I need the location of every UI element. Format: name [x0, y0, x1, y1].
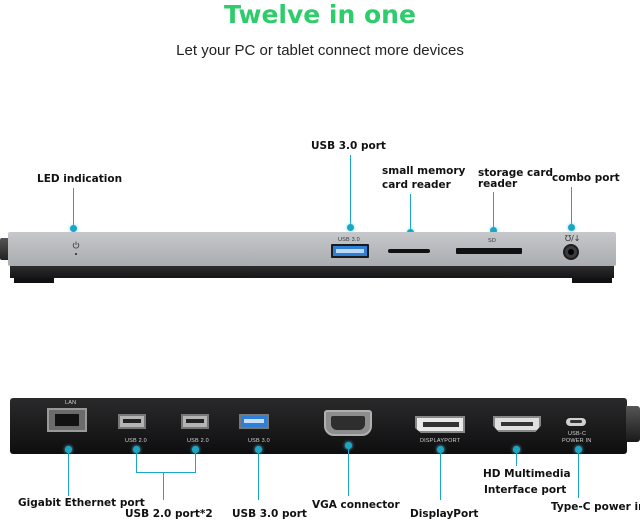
type-c-port-text-line1: USB-C [568, 431, 587, 437]
callout-line-type-c [578, 452, 579, 498]
callout-line-storage-card [493, 192, 494, 228]
callout-line-rear-usb3 [258, 452, 259, 500]
micro-sd-slot[interactable] [388, 249, 430, 253]
top-foot-left [14, 278, 54, 283]
lan-port-text: LAN [65, 400, 77, 406]
headset-mic-icon: ℧/↓ [565, 234, 581, 243]
vga-port[interactable] [324, 410, 372, 436]
type-c-port[interactable] [566, 418, 586, 426]
label-type-c-power: Type-C power in [551, 501, 640, 513]
callout-dot-displayport [437, 446, 444, 453]
usb2-port-b-text: USB 2.0 [187, 438, 209, 444]
callout-line-small-card [410, 194, 411, 230]
callout-dot-storage-card [490, 227, 497, 234]
dock-top-view: USB 3.0 SD ℧/↓ [0, 232, 618, 283]
callout-line-usb2-b [195, 452, 196, 472]
rear-cable [626, 406, 640, 442]
callout-line-usb2-a [136, 452, 137, 472]
label-storage-card-line1: storage card [478, 167, 554, 179]
label-small-card-line2: card reader [382, 179, 451, 191]
top-device-base [10, 266, 614, 278]
label-rear-usb3: USB 3.0 port [232, 508, 307, 520]
top-foot-right [572, 278, 612, 283]
combo-audio-jack[interactable] [563, 244, 579, 260]
callout-dot-rear-usb3 [255, 446, 262, 453]
callout-bridge-usb2 [136, 472, 196, 473]
dock-rear-view: LAN USB 2.0 USB 2.0 USB 3.0 DISPLAYPORT [0, 398, 640, 458]
usb2-port-a-text: USB 2.0 [125, 438, 147, 444]
callout-line-usb2-stem [163, 472, 164, 500]
power-icon [72, 241, 80, 249]
displayport-port-text: DISPLAYPORT [420, 438, 461, 444]
usb2-port-a[interactable] [118, 414, 146, 429]
callout-dot-vga [345, 442, 352, 449]
callout-line-led [73, 188, 74, 226]
type-c-port-text-line2: POWER IN [562, 438, 592, 444]
callout-line-vga [348, 448, 349, 496]
callout-line-combo [571, 187, 572, 225]
callout-line-displayport [440, 452, 441, 500]
label-hdmi-line1: HD Multimedia [483, 468, 571, 480]
label-small-card-line1: small memory [382, 165, 466, 177]
callout-dot-usb2-b [192, 446, 199, 453]
label-combo-port: combo port [552, 172, 620, 184]
top-usb3-port-text: USB 3.0 [338, 237, 360, 243]
callout-line-ethernet [68, 452, 69, 496]
label-hdmi-line2: Interface port [484, 484, 567, 496]
displayport-port[interactable] [415, 416, 465, 433]
callout-line-top-usb3 [350, 155, 351, 225]
callout-dot-led [70, 225, 77, 232]
top-usb3-port[interactable] [331, 244, 369, 258]
callout-dot-hdmi [513, 446, 520, 453]
callout-dot-top-usb3 [347, 224, 354, 231]
rear-device-body: LAN USB 2.0 USB 2.0 USB 3.0 DISPLAYPORT [10, 398, 627, 454]
label-led-indication: LED indication [37, 173, 123, 185]
rear-usb3-port-text: USB 3.0 [248, 438, 270, 444]
callout-dot-combo [568, 224, 575, 231]
usb2-port-b[interactable] [181, 414, 209, 429]
led-light [75, 253, 77, 255]
label-usb2-ports: USB 2.0 port*2 [125, 508, 213, 520]
callout-line-hdmi [516, 452, 517, 466]
page-title: Twelve in one [224, 0, 416, 29]
rear-usb3-port[interactable] [239, 414, 269, 429]
top-cable [0, 238, 10, 260]
label-top-usb3: USB 3.0 port [311, 140, 386, 152]
callout-dot-usb2-a [133, 446, 140, 453]
top-device-body: USB 3.0 SD ℧/↓ [8, 232, 616, 266]
sd-slot[interactable] [456, 248, 522, 254]
label-displayport: DisplayPort [410, 508, 479, 520]
page-subtitle: Let your PC or tablet connect more devic… [176, 42, 464, 59]
ethernet-port[interactable] [47, 408, 87, 432]
label-gigabit-ethernet: Gigabit Ethernet port [18, 497, 145, 509]
callout-dot-ethernet [65, 446, 72, 453]
sd-slot-text: SD [488, 238, 497, 244]
callout-dot-type-c [575, 446, 582, 453]
label-storage-card-line2: reader [478, 178, 518, 190]
hdmi-port[interactable] [493, 416, 541, 432]
label-vga-connector: VGA connector [312, 499, 400, 511]
